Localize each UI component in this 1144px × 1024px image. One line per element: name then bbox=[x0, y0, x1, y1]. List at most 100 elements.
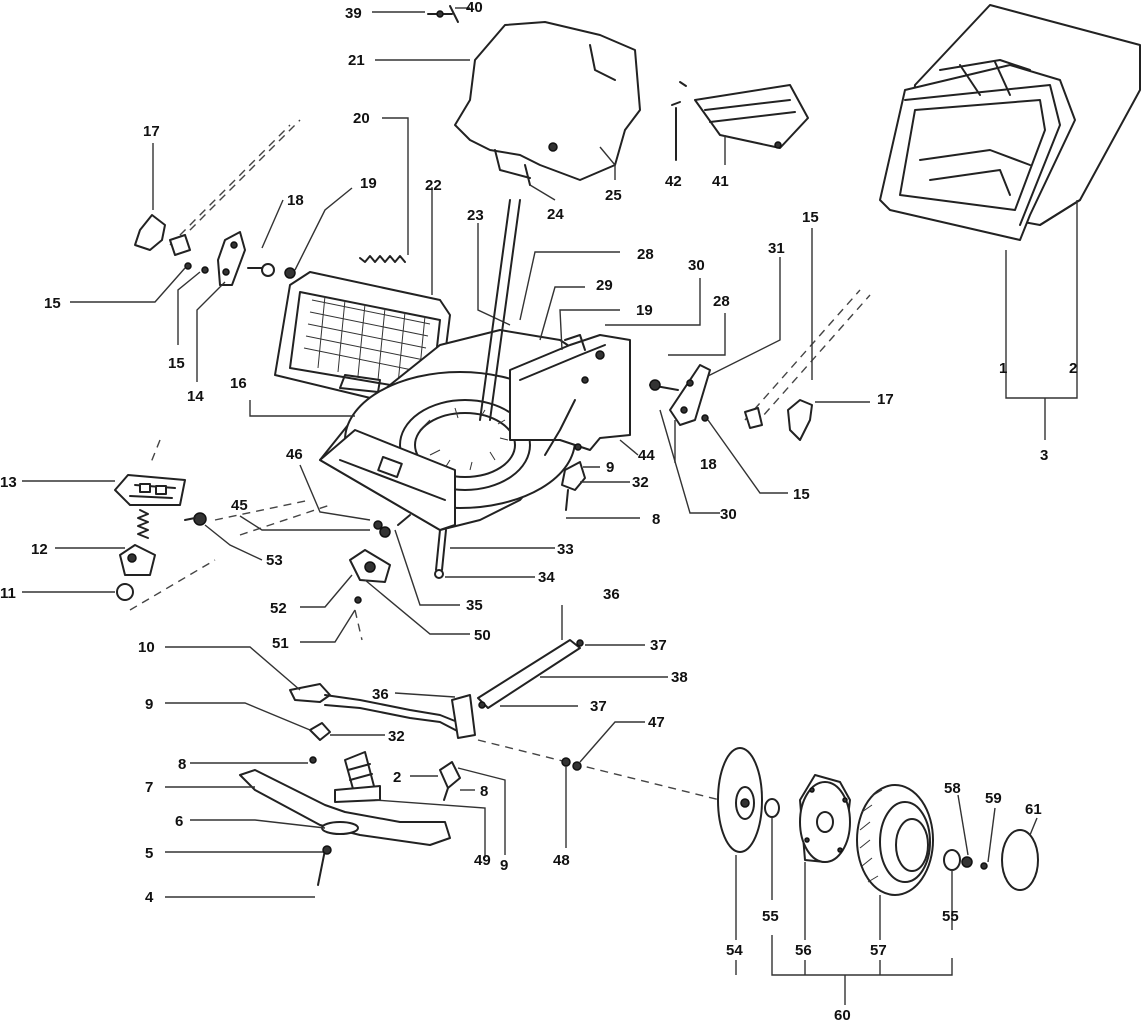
label-55-right: 55 bbox=[942, 908, 959, 925]
label-9-upper: 9 bbox=[606, 459, 614, 476]
blade-adapter-49 bbox=[334, 751, 381, 803]
label-23: 23 bbox=[467, 207, 484, 224]
label-9-left: 9 bbox=[145, 696, 153, 713]
label-18-right: 18 bbox=[700, 456, 717, 473]
label-41: 41 bbox=[712, 173, 729, 190]
label-42: 42 bbox=[665, 173, 682, 190]
label-49: 49 bbox=[474, 852, 491, 869]
rear-flap-41 bbox=[694, 84, 809, 149]
axle-rod-38 bbox=[477, 639, 584, 709]
label-35: 35 bbox=[466, 597, 483, 614]
label-19-right: 19 bbox=[636, 302, 653, 319]
blade-7 bbox=[239, 769, 451, 846]
label-61: 61 bbox=[1025, 801, 1042, 818]
label-10: 10 bbox=[138, 639, 155, 656]
adjuster-13 bbox=[114, 474, 186, 506]
spring-12 bbox=[119, 509, 156, 576]
screw-42 bbox=[671, 81, 687, 161]
label-15-left-lower: 15 bbox=[168, 355, 185, 372]
wheel-rim-56 bbox=[799, 774, 851, 863]
label-37-lower: 37 bbox=[590, 698, 607, 715]
label-29: 29 bbox=[596, 277, 613, 294]
label-39: 39 bbox=[345, 5, 362, 22]
label-7: 7 bbox=[145, 779, 153, 796]
label-25: 25 bbox=[605, 187, 622, 204]
lever-2 bbox=[439, 761, 461, 801]
label-58: 58 bbox=[944, 780, 961, 797]
label-36-top: 36 bbox=[603, 586, 620, 603]
label-28-top: 28 bbox=[637, 246, 654, 263]
label-12: 12 bbox=[31, 541, 48, 558]
bearing-55-left bbox=[764, 798, 780, 818]
label-17-left: 17 bbox=[143, 123, 160, 140]
height-adjuster-52 bbox=[349, 514, 411, 604]
label-15-left: 15 bbox=[44, 295, 61, 312]
handle-bracket-18-left bbox=[217, 231, 296, 286]
label-5: 5 bbox=[145, 845, 153, 862]
label-32-lower: 32 bbox=[388, 728, 405, 745]
engine-housing bbox=[509, 334, 631, 456]
label-55-left: 55 bbox=[762, 908, 779, 925]
label-8-upper: 8 bbox=[652, 511, 660, 528]
label-13: 13 bbox=[0, 474, 17, 491]
label-3: 3 bbox=[1040, 447, 1048, 464]
label-33: 33 bbox=[557, 541, 574, 558]
label-18-left: 18 bbox=[287, 192, 304, 209]
label-32-upper: 32 bbox=[632, 474, 649, 491]
label-51: 51 bbox=[272, 635, 289, 652]
label-46: 46 bbox=[286, 446, 303, 463]
bushing-53 bbox=[184, 512, 207, 526]
grass-catcher-bag bbox=[879, 4, 1141, 241]
label-21: 21 bbox=[348, 52, 365, 69]
label-53: 53 bbox=[266, 552, 283, 569]
label-15-top-right: 15 bbox=[802, 209, 819, 226]
label-36-lower: 36 bbox=[372, 686, 389, 703]
label-48: 48 bbox=[553, 852, 570, 869]
label-9-lower: 9 bbox=[500, 857, 508, 874]
label-30-top: 30 bbox=[688, 257, 705, 274]
label-20: 20 bbox=[353, 110, 370, 127]
label-47: 47 bbox=[648, 714, 665, 731]
spring-20 bbox=[359, 255, 406, 263]
label-37-top: 37 bbox=[650, 637, 667, 654]
wheel-hub-54 bbox=[717, 747, 763, 853]
label-50: 50 bbox=[474, 627, 491, 644]
label-8-left: 8 bbox=[178, 756, 186, 773]
label-57: 57 bbox=[870, 942, 887, 959]
label-59: 59 bbox=[985, 790, 1002, 807]
handle-bracket-18-right bbox=[649, 364, 711, 426]
label-8-lower: 8 bbox=[480, 783, 488, 800]
label-15-right: 15 bbox=[793, 486, 810, 503]
label-54: 54 bbox=[726, 942, 743, 959]
label-2: 2 bbox=[1069, 360, 1077, 377]
engine-cover-21 bbox=[454, 21, 641, 181]
label-24: 24 bbox=[547, 206, 564, 223]
label-38: 38 bbox=[671, 669, 688, 686]
label-40: 40 bbox=[466, 0, 483, 16]
label-14: 14 bbox=[187, 388, 204, 405]
label-28-right: 28 bbox=[713, 293, 730, 310]
label-22: 22 bbox=[425, 177, 442, 194]
handle-knob-17-left bbox=[134, 214, 191, 256]
handle-knob-17-right bbox=[744, 399, 813, 441]
height-lever-upper bbox=[561, 461, 586, 511]
label-44: 44 bbox=[638, 447, 655, 464]
label-19-left: 19 bbox=[360, 175, 377, 192]
label-1: 1 bbox=[999, 360, 1007, 377]
bearing-55-right bbox=[943, 849, 988, 871]
label-2-lower: 2 bbox=[393, 769, 401, 786]
label-30-lower: 30 bbox=[720, 506, 737, 523]
label-16: 16 bbox=[230, 375, 247, 392]
label-60: 60 bbox=[834, 1007, 851, 1024]
label-6: 6 bbox=[175, 813, 183, 830]
lever-9-lower bbox=[309, 722, 331, 764]
label-11: 11 bbox=[0, 585, 16, 602]
label-56: 56 bbox=[795, 942, 812, 959]
label-31: 31 bbox=[768, 240, 785, 257]
bolt-33 bbox=[434, 529, 447, 579]
label-17-right: 17 bbox=[877, 391, 894, 408]
label-4: 4 bbox=[145, 889, 154, 906]
label-45: 45 bbox=[231, 497, 248, 514]
label-52: 52 bbox=[270, 600, 287, 617]
